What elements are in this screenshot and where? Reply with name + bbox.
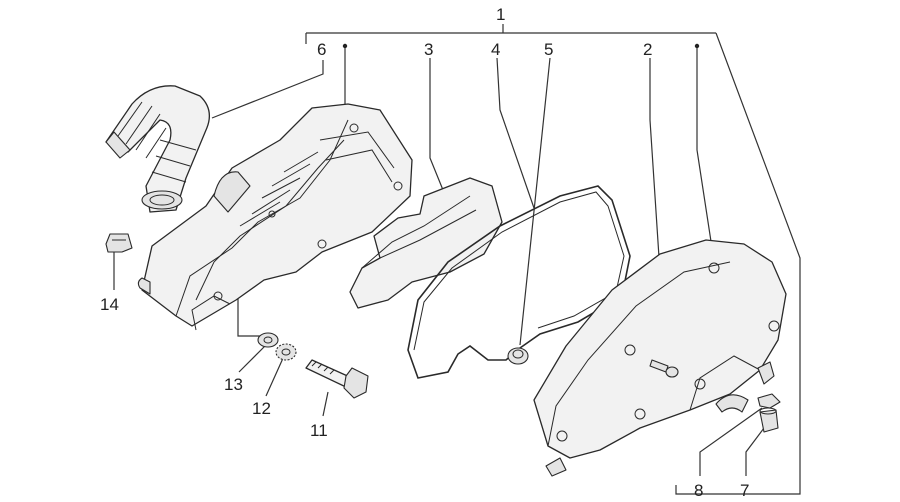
hose-clip-part [757,361,781,409]
callout-14: 14 [100,295,119,314]
leader-lines [113,24,801,495]
screw-part [649,359,679,378]
callout-12: 12 [252,399,271,418]
callout-labels: 1 2 3 4 5 6 7 8 11 12 13 14 [100,5,749,500]
filter-element-part [349,177,503,309]
drain-plug-part [759,407,779,433]
callout-1: 1 [496,5,505,24]
washer-part [257,332,279,348]
intake-hose-part [105,85,211,213]
filter-housing-part [137,103,413,331]
callout-6: 6 [317,40,326,59]
filter-cover-part [533,239,787,477]
gasket-part [407,185,631,379]
callout-7: 7 [740,481,749,500]
callout-4: 4 [491,40,500,59]
lock-washer-part [275,343,297,361]
grommet-part [507,347,529,365]
callout-13: 13 [224,375,243,394]
callout-3: 3 [424,40,433,59]
callout-11: 11 [310,421,328,440]
clip-part [105,233,133,253]
callout-5: 5 [544,40,553,59]
callout-2: 2 [643,40,652,59]
callout-8: 8 [694,481,703,500]
bolt-part [305,359,369,399]
